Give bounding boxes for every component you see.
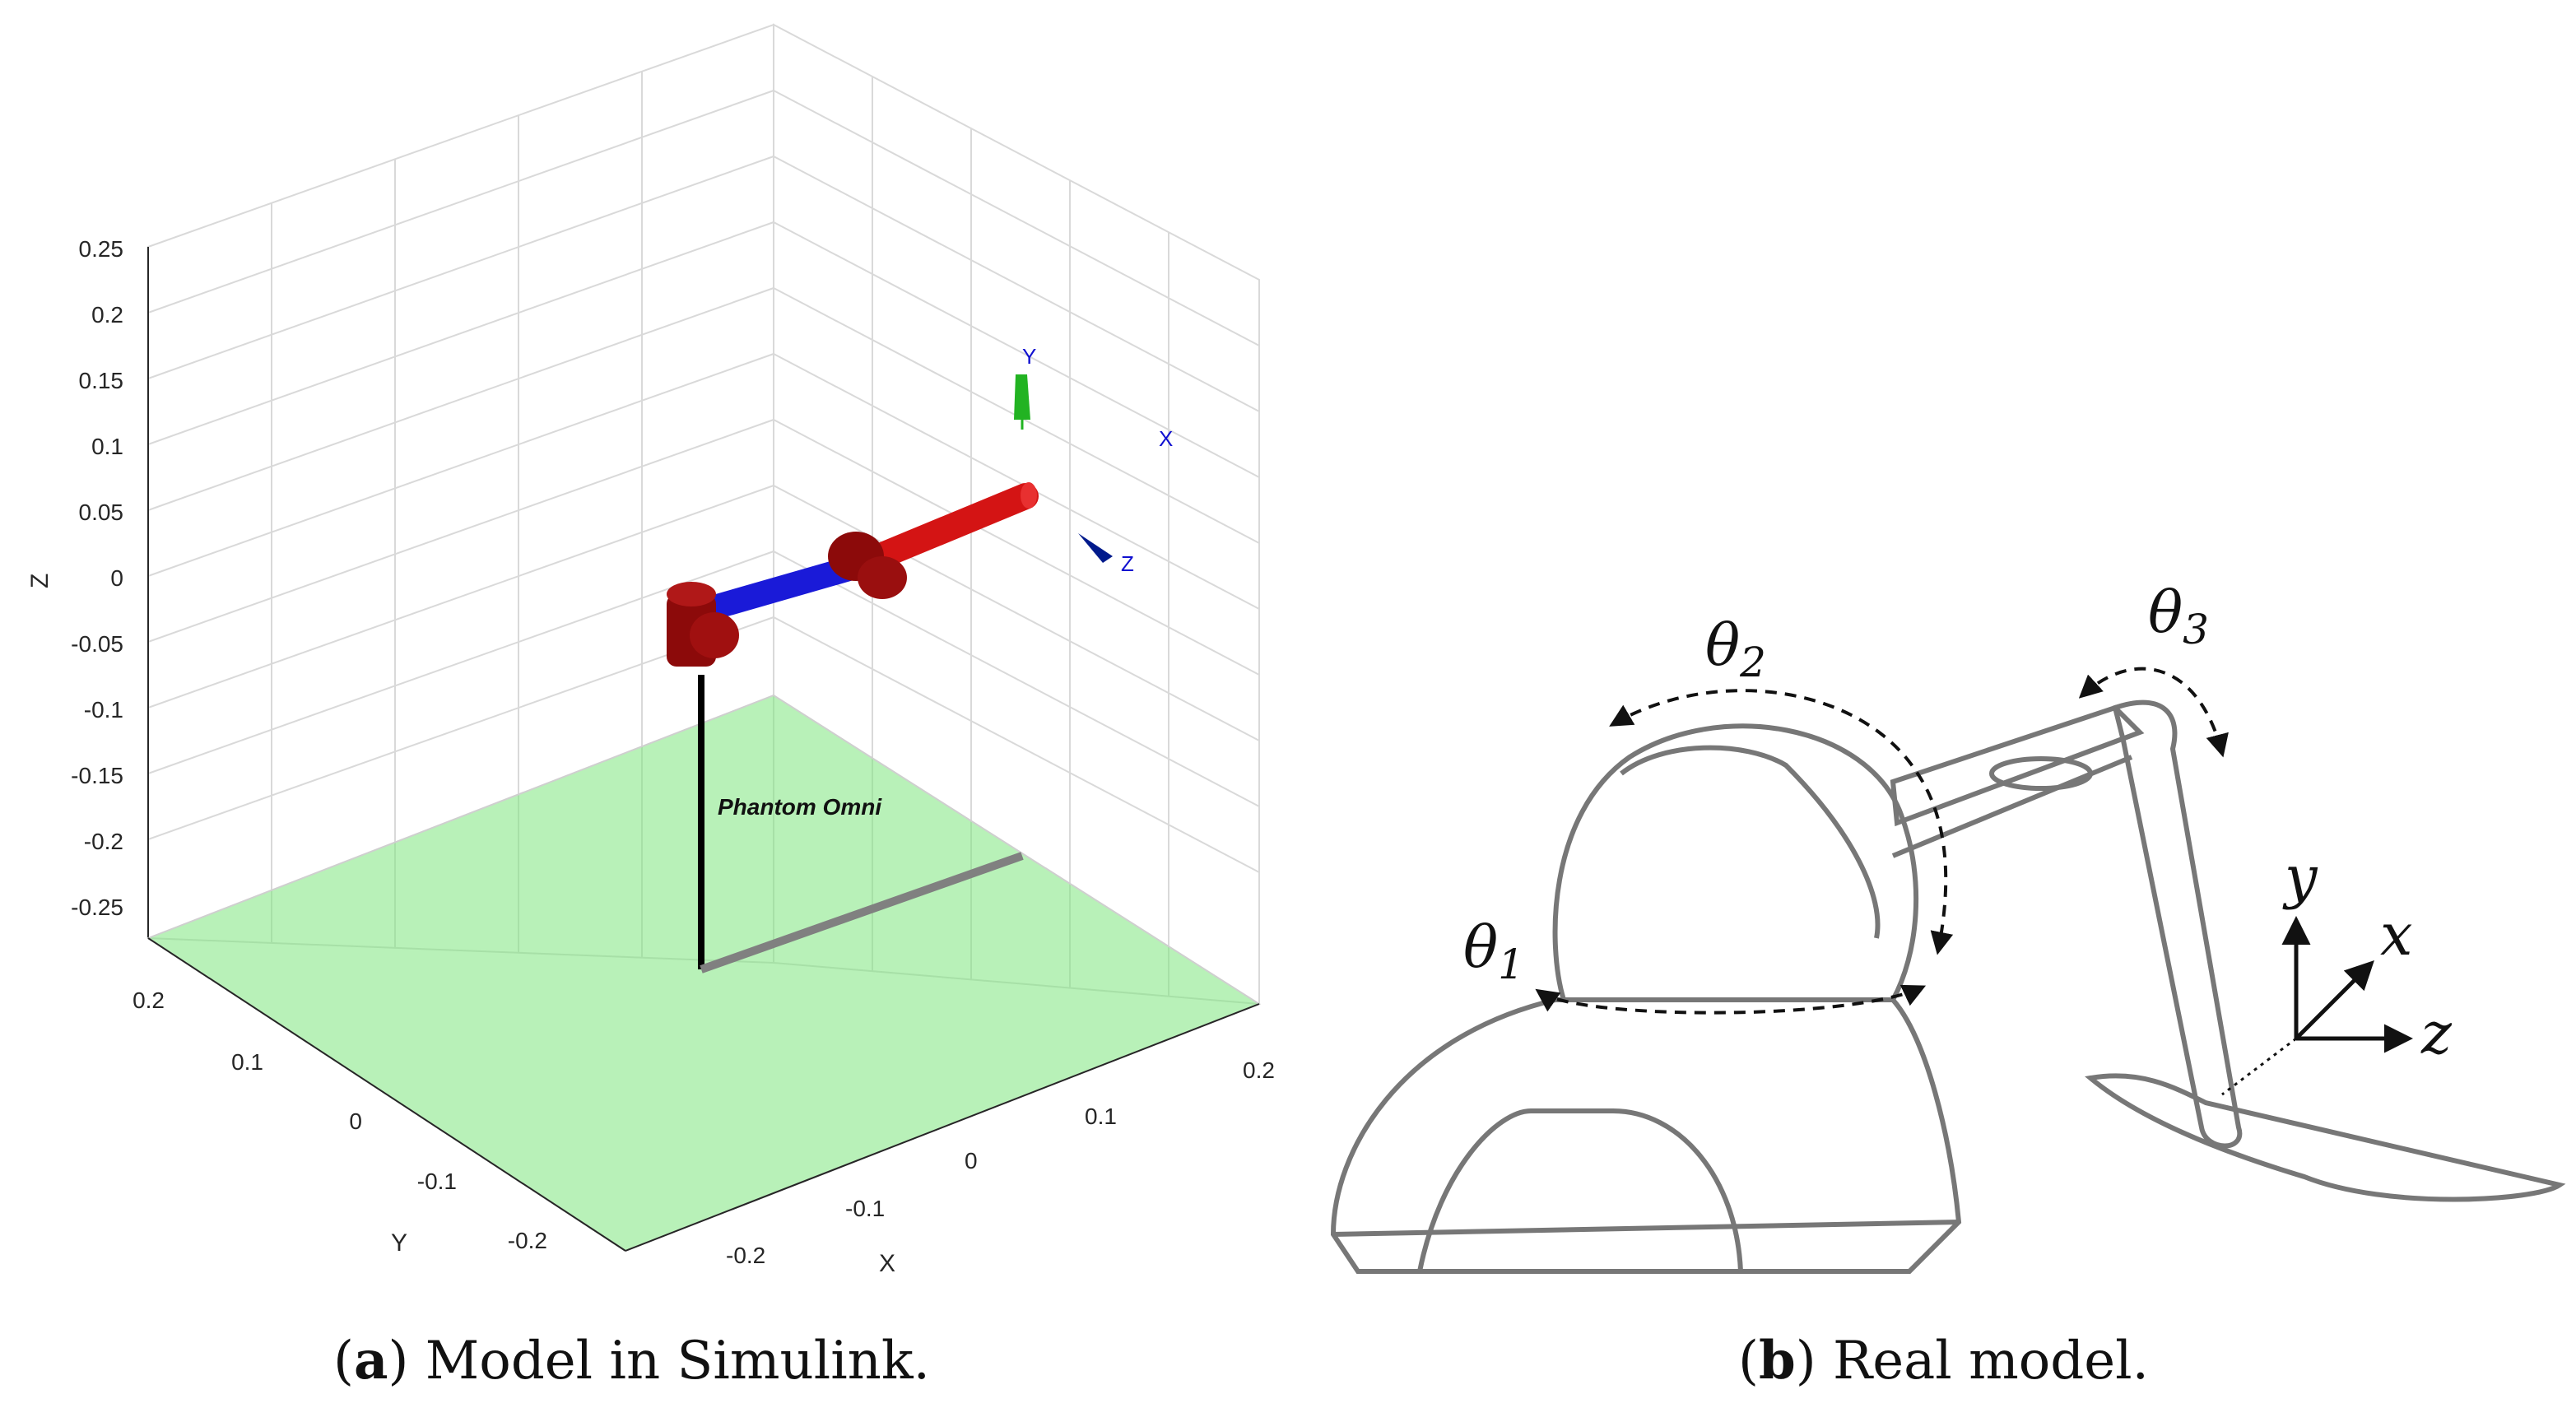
z-tick-label: -0.05 xyxy=(71,631,123,657)
z-tick-label: -0.15 xyxy=(71,763,123,788)
x-axis-label: X xyxy=(879,1250,895,1277)
z-tick-label: 0.15 xyxy=(79,368,124,393)
y-tick-label: -0.1 xyxy=(417,1169,457,1194)
theta3-symbol: θ xyxy=(2148,579,2183,646)
panel-b-real-model xyxy=(1330,667,2566,1274)
theta1-symbol: θ xyxy=(1463,913,1498,981)
panel-b-labels: θ1 θ2 θ3 y x z (b) Real model. xyxy=(1463,579,2453,1392)
y-tick-label: 0 xyxy=(349,1108,362,1134)
theta1-subscript: 1 xyxy=(1498,941,1524,988)
frame-y-arrow-icon xyxy=(1014,374,1030,420)
caption-a-letter: a xyxy=(354,1330,388,1392)
frame-y-label: Y xyxy=(1022,344,1036,369)
z-tick-label: 0.2 xyxy=(91,302,123,328)
base-rail xyxy=(700,852,1024,974)
x-tick-label: 0.1 xyxy=(1085,1104,1117,1129)
device-label: Phantom Omni xyxy=(718,794,882,820)
x-tick-label: -0.2 xyxy=(726,1243,765,1268)
theta2-label: θ2 xyxy=(1705,611,1766,686)
link-blue xyxy=(702,554,870,620)
caption-a-text: Model in Simulink. xyxy=(408,1331,930,1392)
theta2-symbol: θ xyxy=(1705,611,1740,679)
axis-y-label: y xyxy=(2282,843,2318,911)
z-tick-label: 0.1 xyxy=(91,434,123,459)
caption-b-text: Real model. xyxy=(1816,1331,2149,1392)
x-tick-label: 0 xyxy=(965,1148,978,1173)
y-tick-label: 0.2 xyxy=(133,987,165,1013)
y-tick-label: -0.2 xyxy=(508,1228,547,1253)
sphere-rim xyxy=(1620,745,1881,939)
caption-b: (b) Real model. xyxy=(1738,1330,2149,1392)
joint-1-side xyxy=(690,612,739,658)
base-bottom-edge xyxy=(1332,1220,1960,1237)
coordinate-frame xyxy=(2221,916,2413,1096)
z-tick-label: -0.25 xyxy=(71,895,123,920)
z-axis-label: Z xyxy=(26,574,53,588)
axis-z-label: z xyxy=(2420,1000,2453,1067)
y-axis-label: Y xyxy=(391,1229,407,1257)
theta3-arc xyxy=(2078,667,2229,758)
arm-ellipse xyxy=(1989,756,2093,791)
x-tick-label: -0.1 xyxy=(845,1196,885,1221)
z-tick-label: 0.05 xyxy=(79,500,124,525)
panel-a-simulink-model: 0.25 0.2 0.15 0.1 0.05 0 -0.05 -0.1 -0.1… xyxy=(26,23,1275,1392)
theta2-subscript: 2 xyxy=(1739,639,1766,686)
caption-b-letter: b xyxy=(1759,1330,1796,1392)
theta1-arc xyxy=(1535,984,1927,1015)
z-tick-label: -0.2 xyxy=(84,829,123,854)
y-tick-label: 0.1 xyxy=(231,1049,263,1075)
link-end-cap xyxy=(1021,482,1037,509)
z-tick-label: -0.1 xyxy=(84,697,123,723)
z-axis: 0.25 0.2 0.15 0.1 0.05 0 -0.05 -0.1 -0.1… xyxy=(26,236,149,938)
frame-x-label: X xyxy=(1159,426,1173,451)
stylus xyxy=(2085,1073,2566,1202)
z-tick-label: 0 xyxy=(110,565,123,591)
axis-x-arrow-icon xyxy=(2295,960,2374,1040)
end-effector-frame: Y X Z xyxy=(1014,344,1173,576)
caption-a: (a) Model in Simulink. xyxy=(333,1330,930,1392)
x-axis: 0.2 0.1 0 -0.1 -0.2 X xyxy=(625,1003,1275,1277)
theta3-subscript: 3 xyxy=(2183,606,2209,653)
joint-1-top xyxy=(667,582,716,606)
base-arch xyxy=(1417,1108,1743,1272)
robot-arm xyxy=(667,482,1039,667)
frame-z-label: Z xyxy=(1121,551,1134,576)
joint-2-side xyxy=(858,556,907,599)
link-red xyxy=(859,483,1039,573)
axis-x-label: x xyxy=(2380,901,2412,969)
z-tick-label: 0.25 xyxy=(79,236,124,262)
theta3-label: θ3 xyxy=(2148,579,2209,653)
x-tick-label: 0.2 xyxy=(1243,1057,1275,1083)
theta1-label: θ1 xyxy=(1463,913,1524,988)
frame-z-arrow-icon xyxy=(1078,533,1113,563)
y-axis: 0.2 0.1 0 -0.1 -0.2 Y xyxy=(133,937,626,1257)
